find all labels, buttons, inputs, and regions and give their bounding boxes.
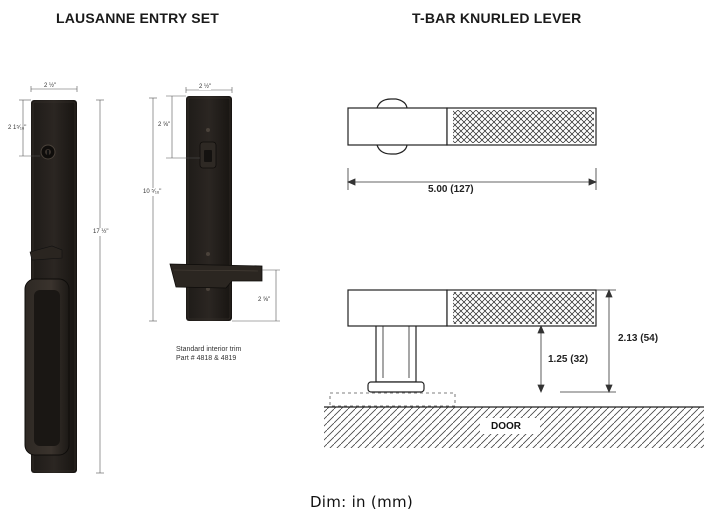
key-cylinder-icon <box>40 144 56 160</box>
entry-height-label: 17 ½" <box>93 228 109 236</box>
entry-top-to-cylinder-dimension <box>19 99 40 157</box>
lever-side-view <box>347 289 597 393</box>
lever-projection-dimension <box>560 288 616 394</box>
thumb-piece <box>29 245 63 261</box>
trim-caption-line1: Standard interior trim <box>176 346 242 353</box>
thumb-turn-icon <box>199 141 217 169</box>
trim-width-dimension <box>185 87 233 93</box>
units-note: Dim: in (mm) <box>309 493 414 511</box>
trim-caption: Standard interior trim Part # 4818 & 481… <box>176 345 241 363</box>
trim-width-label: 2 ½" <box>199 84 212 90</box>
trim-height-dimension <box>149 97 157 322</box>
interior-lever <box>169 263 263 289</box>
entry-set-diagram <box>19 86 280 474</box>
lever-projection-label: 2.13 (54) <box>618 333 659 344</box>
lever-base-height-label: 1.25 (32) <box>548 354 589 365</box>
lever-top-view <box>347 98 597 155</box>
lever-length-label: 5.00 (127) <box>428 184 474 195</box>
entry-grip-handle <box>24 278 70 456</box>
entry-height-dimension <box>96 99 104 474</box>
lever-length-dimension <box>346 168 598 190</box>
entry-top-to-cylinder-label: 2 1⁵⁄₁₆" <box>8 125 27 131</box>
entry-set-title: LAUSANNE ENTRY SET <box>56 10 220 26</box>
trim-bottom-to-lever-dimension <box>232 269 280 322</box>
trim-top-to-turn-label: 2 ⅝" <box>158 122 171 128</box>
door-surface <box>324 406 704 448</box>
rose-outline <box>329 392 456 407</box>
trim-top-to-turn-dimension <box>166 95 200 159</box>
lever-diagram <box>324 98 704 448</box>
lever-title: T-BAR KNURLED LEVER <box>412 10 582 26</box>
door-label: DOOR <box>491 421 521 432</box>
lever-base-height-dimension <box>537 324 545 394</box>
trim-bottom-to-lever-label: 2 ⅝" <box>258 297 271 303</box>
entry-width-label: 2 ½" <box>44 83 57 89</box>
trim-height-label: 10 ⁵⁄₁₆" <box>143 188 162 196</box>
trim-caption-line2: Part # 4818 & 4819 <box>176 355 237 362</box>
entry-width-dimension <box>30 86 78 92</box>
